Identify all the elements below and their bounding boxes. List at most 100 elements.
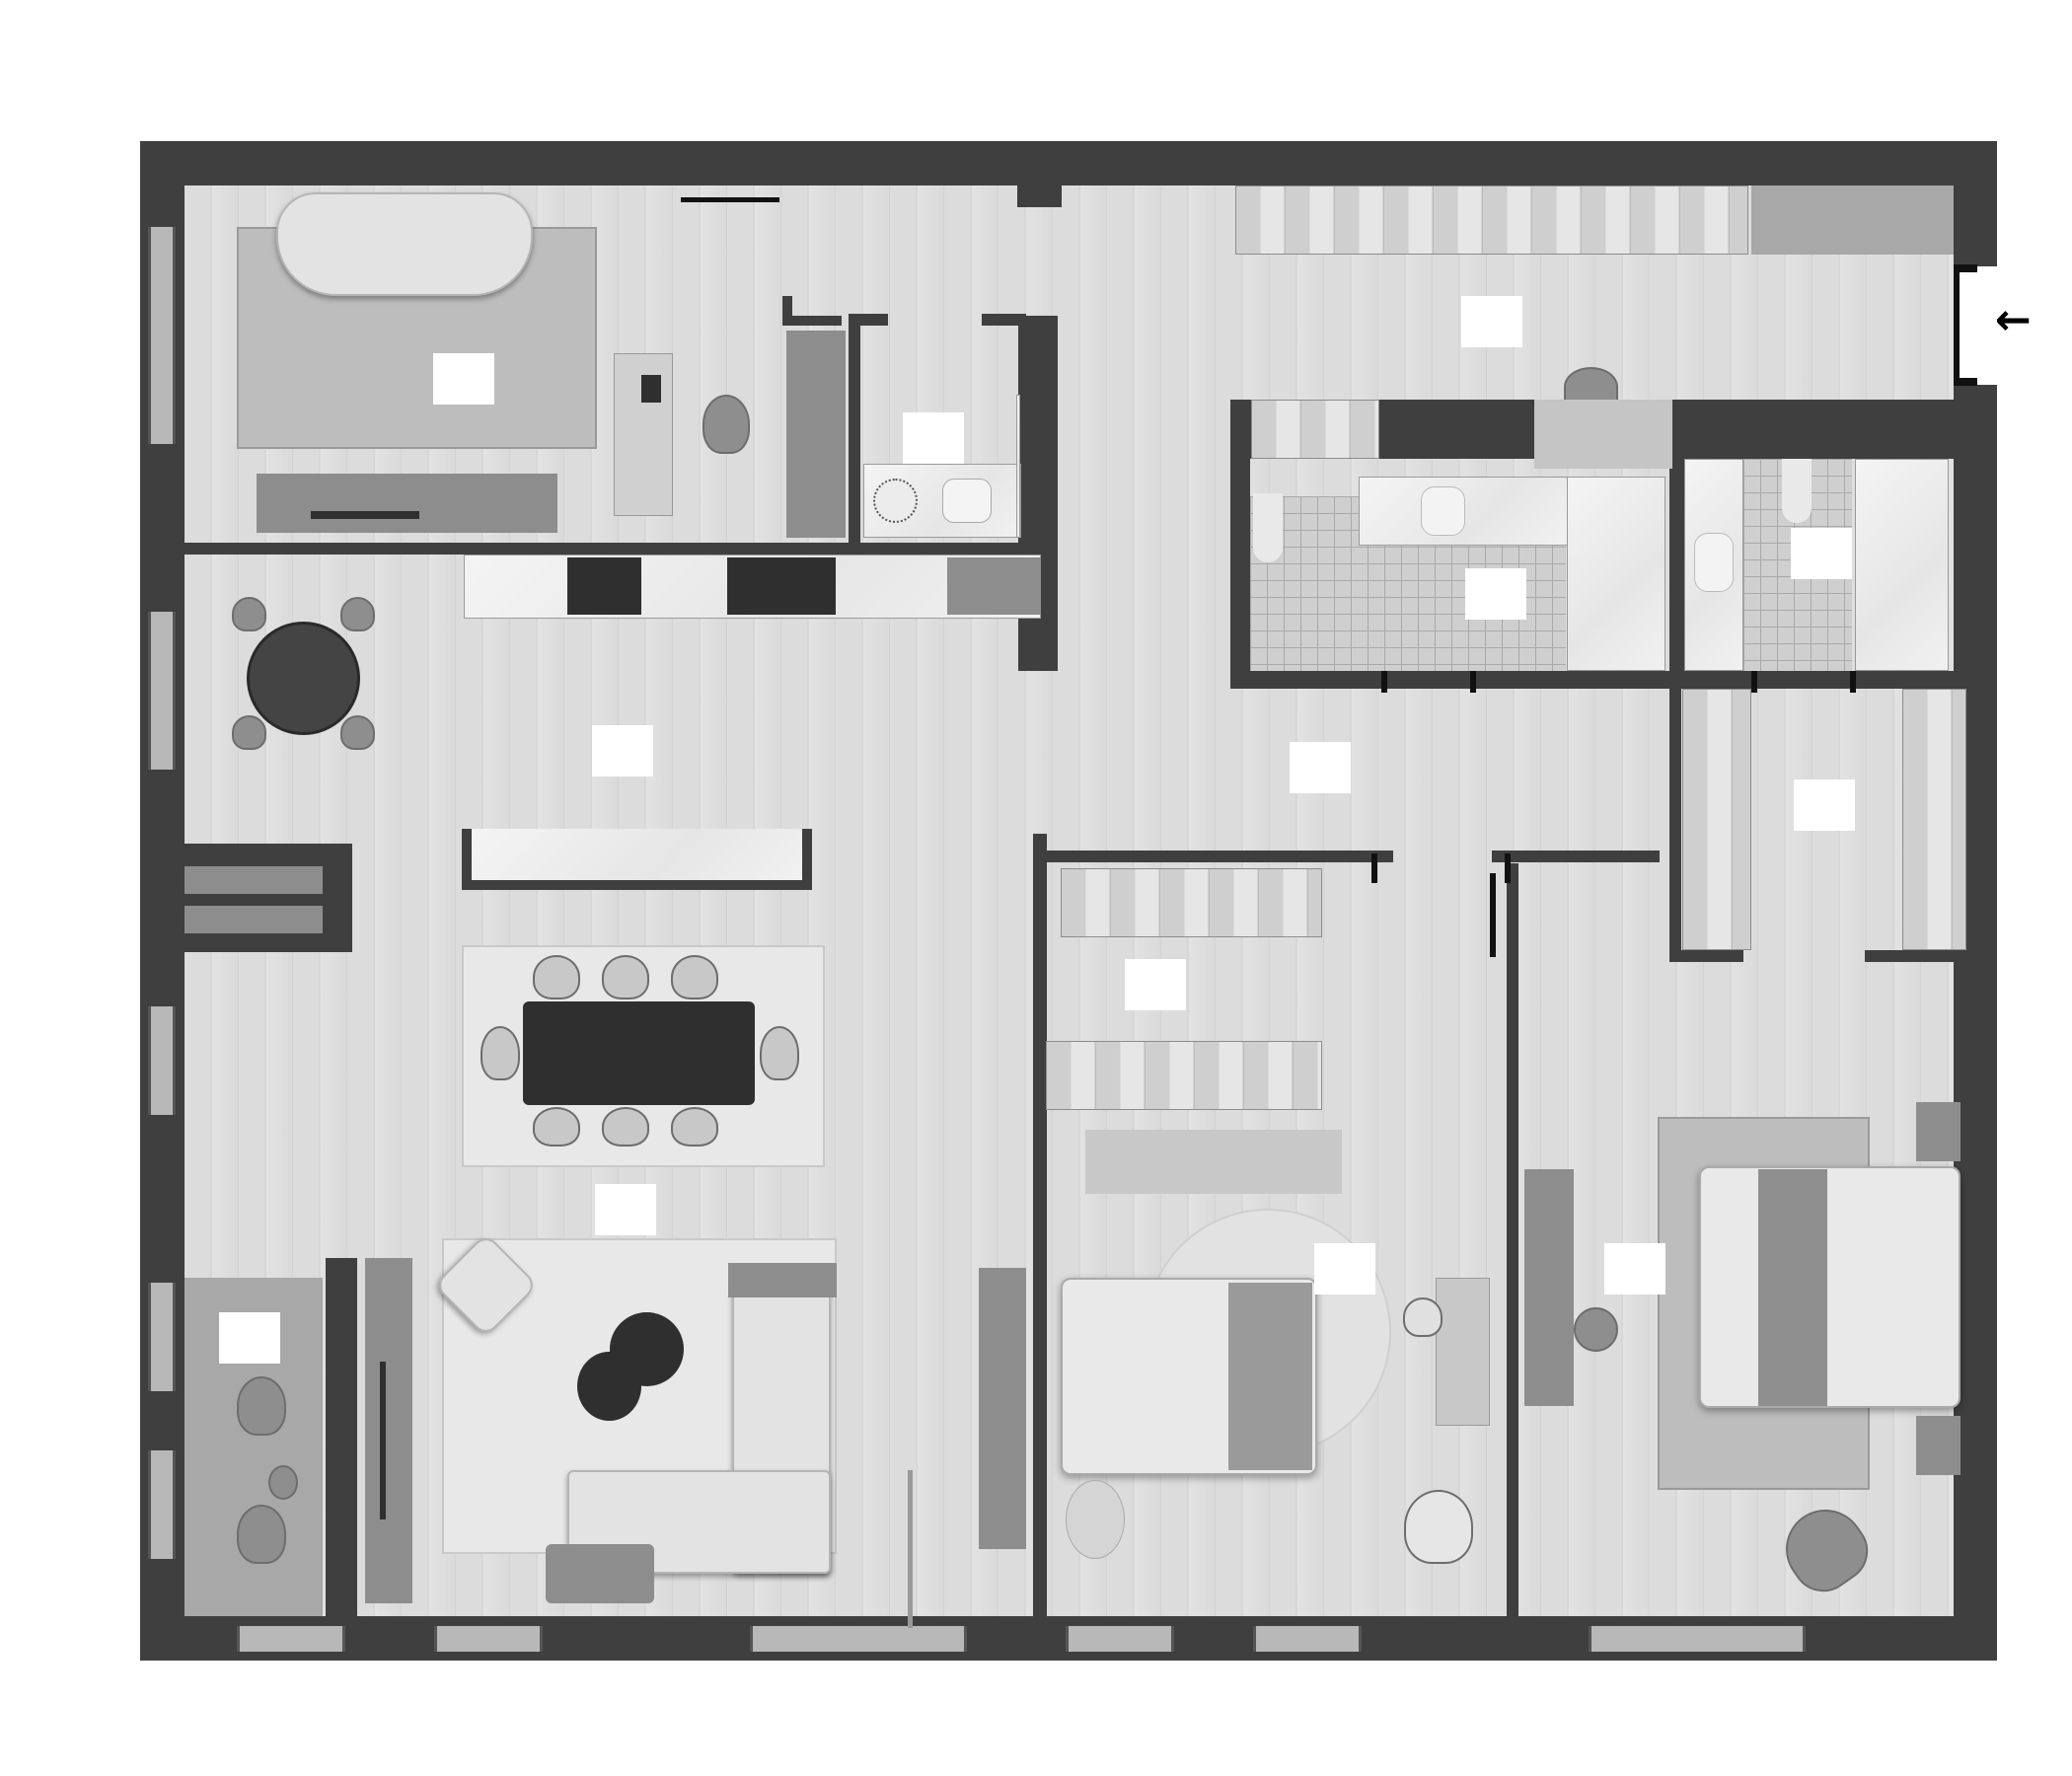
balcony-chair-2 bbox=[237, 1505, 286, 1564]
room-label-entrance-hall bbox=[1461, 296, 1522, 347]
master-stool bbox=[1574, 1307, 1618, 1352]
door-stub-5 bbox=[1470, 671, 1476, 693]
small-dining-chair-2 bbox=[340, 597, 375, 631]
entry-door-frame bbox=[1954, 266, 1960, 385]
kitchen-island bbox=[462, 829, 812, 890]
kitchen-sink bbox=[727, 557, 836, 615]
door-stub-6 bbox=[1751, 671, 1757, 693]
living-end-table bbox=[728, 1263, 837, 1297]
entry-door-gap bbox=[1954, 266, 1997, 385]
wall-master-left bbox=[1507, 863, 1518, 1616]
room-label-study bbox=[433, 353, 494, 405]
bed2-desk-chair bbox=[1403, 1297, 1443, 1337]
room-label-hallway bbox=[1290, 742, 1351, 793]
bath1-sink bbox=[1421, 486, 1465, 536]
wall-closet-bottom-2 bbox=[1865, 950, 1954, 962]
living-tv bbox=[380, 1362, 386, 1519]
bath2-toilet bbox=[1782, 459, 1812, 523]
door-stub-2 bbox=[1490, 873, 1496, 957]
balcony-chair-1 bbox=[237, 1376, 286, 1436]
bed2-dresser bbox=[1085, 1130, 1342, 1194]
dining-chair-end-left bbox=[481, 1026, 520, 1080]
wall-closet-left bbox=[1669, 681, 1681, 962]
study-sofa bbox=[276, 192, 533, 296]
room-label-master-bedroom bbox=[1604, 1243, 1665, 1295]
door-stub-4 bbox=[1381, 671, 1387, 693]
living-bench bbox=[979, 1268, 1026, 1549]
hall-wardrobe bbox=[1235, 185, 1748, 255]
bed2-nightstand bbox=[1066, 1480, 1125, 1559]
wall-bedroom2-top bbox=[1033, 851, 1393, 862]
wall-bath-bottom bbox=[1230, 671, 1954, 689]
master-nightstand-2 bbox=[1916, 1416, 1961, 1475]
living-side-table bbox=[546, 1544, 654, 1603]
master-blanket bbox=[1758, 1169, 1827, 1406]
dining-chair-top-1 bbox=[533, 955, 580, 999]
wall-master-top bbox=[1492, 851, 1660, 862]
room-label-closet-2 bbox=[1125, 959, 1186, 1010]
window-left-3 bbox=[148, 1006, 176, 1115]
study-shelf bbox=[786, 331, 846, 538]
wc-drain bbox=[873, 479, 918, 523]
wall-closet-bottom bbox=[1669, 950, 1743, 962]
room-label-bedroom-2 bbox=[1314, 1243, 1375, 1295]
wall-wc-top-left bbox=[849, 314, 888, 326]
small-dining-table bbox=[247, 622, 360, 735]
bath1-toilet bbox=[1253, 493, 1283, 562]
wall-wc-top-right bbox=[982, 314, 1026, 326]
hall-storage bbox=[1751, 185, 1954, 255]
door-stub-3 bbox=[1505, 853, 1511, 883]
bed2-wardrobe-bottom bbox=[1046, 1041, 1322, 1110]
door-stub-7 bbox=[1850, 671, 1856, 693]
entry-door-jamb-top bbox=[1954, 264, 1977, 272]
study-door-line bbox=[681, 197, 779, 202]
study-tv bbox=[311, 511, 419, 519]
dining-chair-bottom-2 bbox=[602, 1107, 649, 1147]
wall-right-side bbox=[1954, 385, 1997, 1661]
study-laptop bbox=[641, 375, 661, 403]
wall-wc-left bbox=[849, 316, 860, 543]
study-desk-chair bbox=[703, 395, 750, 454]
door-stub-1 bbox=[1371, 853, 1377, 883]
window-left-2 bbox=[148, 612, 176, 770]
wc-counter-side bbox=[1016, 395, 1020, 538]
bath2-sink bbox=[1694, 533, 1734, 592]
window-bottom-4 bbox=[1066, 1626, 1174, 1652]
living-coffee-table-2 bbox=[577, 1352, 641, 1421]
dining-chair-bottom-3 bbox=[671, 1107, 718, 1147]
small-dining-chair-3 bbox=[232, 715, 266, 750]
wall-left-pillar-slot-2 bbox=[185, 906, 323, 933]
window-left-5 bbox=[148, 1450, 176, 1559]
window-bottom-2 bbox=[434, 1626, 543, 1652]
wall-study-divider-2 bbox=[782, 316, 842, 326]
window-left-1 bbox=[148, 227, 176, 444]
wall-balcony-right bbox=[326, 1258, 357, 1616]
balcony-side-table bbox=[268, 1465, 298, 1500]
wall-study-divider bbox=[782, 296, 792, 326]
window-bottom-5 bbox=[1253, 1626, 1362, 1652]
room-label-walk-in-closet bbox=[1794, 779, 1855, 831]
master-bench bbox=[1524, 1169, 1574, 1406]
room-label-balcony bbox=[219, 1312, 280, 1364]
wall-bath1-left bbox=[1230, 400, 1250, 686]
bed2-desk bbox=[1436, 1278, 1490, 1426]
kitchen-cooktop bbox=[567, 557, 641, 615]
bath2-shower bbox=[1855, 459, 1949, 671]
bed2-armchair bbox=[1404, 1490, 1473, 1564]
living-door-line bbox=[908, 1470, 913, 1628]
master-bed bbox=[1699, 1166, 1961, 1408]
closet-wardrobe-left bbox=[1682, 689, 1751, 950]
wall-left-pillar-slot bbox=[185, 866, 323, 894]
room-label-utility bbox=[903, 412, 964, 464]
room-label-living bbox=[595, 1184, 656, 1235]
room-label-kitchen bbox=[592, 725, 653, 777]
window-left-4 bbox=[148, 1283, 176, 1391]
window-bottom-6 bbox=[1589, 1626, 1806, 1652]
hall-small-wardrobe bbox=[1251, 400, 1379, 459]
dining-chair-bottom-1 bbox=[533, 1107, 580, 1147]
top-wall-notch bbox=[1017, 185, 1062, 207]
wc-sink bbox=[942, 479, 992, 523]
wall-left-pillar bbox=[185, 844, 352, 952]
study-media-console bbox=[257, 474, 557, 533]
